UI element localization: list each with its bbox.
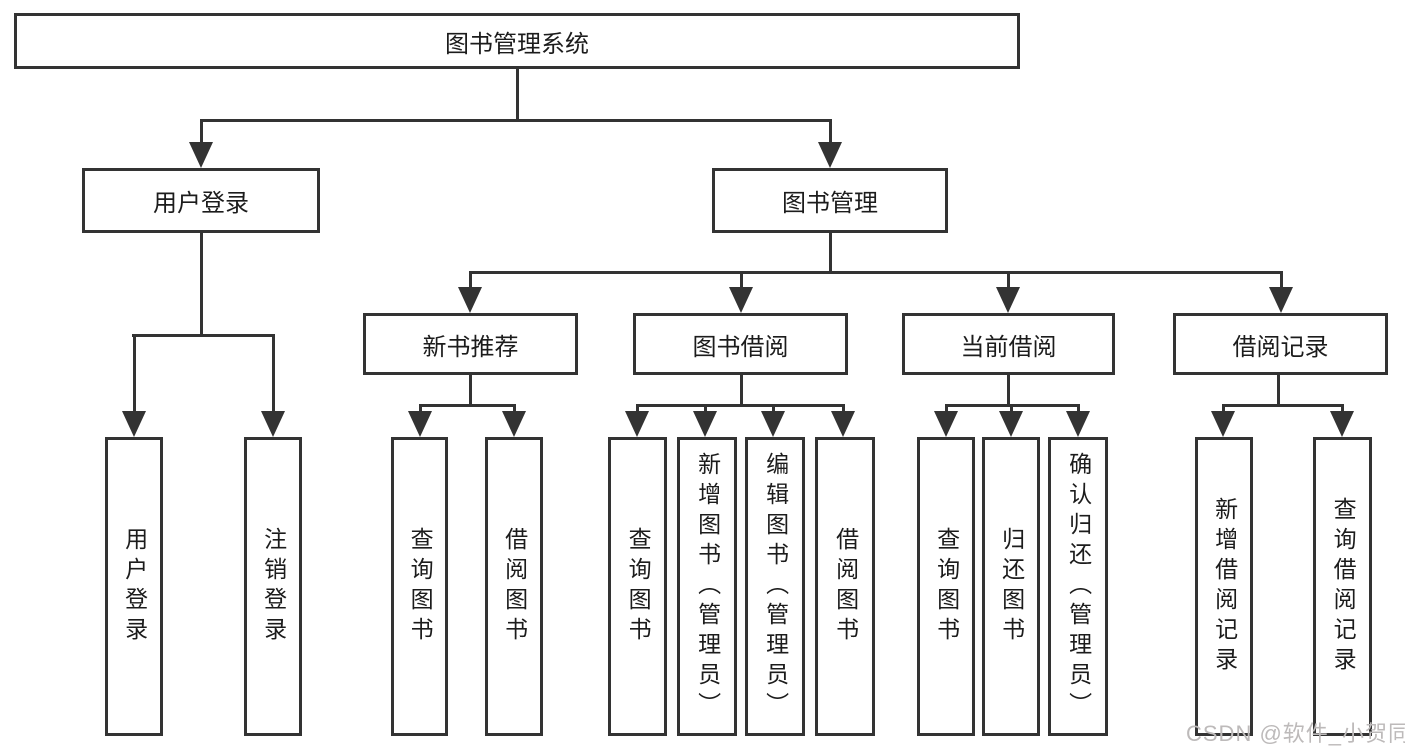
arrowhead-down-icon [831,411,855,437]
arrowhead-down-icon [122,411,146,437]
connector-current-drop-3 [1077,404,1080,413]
node-root: 图书管理系统 [14,13,1020,69]
leaf-current-return: 归还图书 [982,437,1040,736]
connector-login-rail [132,334,274,337]
arrowhead-down-icon [818,142,842,168]
leaf-borrow-query-label: 查询图书 [625,526,652,647]
leaf-user-login: 用户登录 [105,437,163,736]
leaf-borrow-add-admin-label: 新增图书（管理员） [694,451,721,722]
node-user-login-label: 用户登录 [153,190,249,217]
node-user-login: 用户登录 [82,168,320,233]
leaf-borrow-book: 借阅图书 [815,437,875,736]
connector-borrow-stem [740,375,743,406]
arrowhead-down-icon [1330,411,1354,437]
leaf-borrow-add-admin: 新增图书（管理员） [677,437,737,736]
arrowhead-down-icon [693,411,717,437]
leaf-record-query-label: 查询借阅记录 [1330,496,1357,677]
connector-manage-stem [829,233,832,274]
node-current-borrow: 当前借阅 [902,313,1115,375]
arrowhead-down-icon [502,411,526,437]
arrowhead-down-icon [261,411,285,437]
arrowhead-down-icon [408,411,432,437]
node-new-book-recommend-label: 新书推荐 [422,333,519,361]
leaf-logout: 注销登录 [244,437,302,736]
leaf-current-query-label: 查询图书 [933,526,960,647]
node-root-label: 图书管理系统 [445,30,589,58]
arrowhead-down-icon [934,411,958,437]
arrowhead-down-icon [1066,411,1090,437]
leaf-newbook-borrow: 借阅图书 [485,437,543,736]
connector-newbook-stem [469,375,472,406]
leaf-borrow-query: 查询图书 [608,437,667,736]
leaf-current-query: 查询图书 [917,437,975,736]
node-borrow-record: 借阅记录 [1173,313,1388,375]
node-book-management: 图书管理 [712,168,948,233]
connector-newbook-drop-2 [513,404,516,413]
arrowhead-down-icon [189,142,213,168]
connector-manage-rail [469,271,1283,274]
connector-borrow-drop-2 [704,404,707,413]
connector-root-stem [516,68,519,121]
arrowhead-down-icon [1269,287,1293,313]
node-book-borrow: 图书借阅 [633,313,848,375]
connector-record-drop-2 [1341,404,1344,413]
node-borrow-record-label: 借阅记录 [1232,333,1329,361]
connector-borrow-drop-3 [772,404,775,413]
leaf-user-login-label: 用户登录 [121,526,148,647]
connector-borrow-drop-4 [842,404,845,413]
connector-root-drop-right [829,119,832,144]
leaf-borrow-edit-admin: 编辑图书（管理员） [745,437,805,736]
arrowhead-down-icon [761,411,785,437]
leaf-current-confirm-admin-label: 确认归还（管理员） [1065,451,1092,722]
connector-login-drop-1 [133,334,136,413]
connector-record-drop-1 [1222,404,1225,413]
leaf-logout-label: 注销登录 [260,526,287,647]
connector-root-drop-left [200,119,203,144]
arrowhead-down-icon [458,287,482,313]
connector-record-stem [1277,375,1280,406]
connector-login-drop-2 [272,334,275,413]
leaf-newbook-query: 查询图书 [391,437,448,736]
connector-manage-drop-1 [469,271,472,289]
connector-manage-drop-3 [1007,271,1010,289]
leaf-current-return-label: 归还图书 [998,526,1025,647]
leaf-record-add-label: 新增借阅记录 [1211,496,1238,677]
leaf-record-query: 查询借阅记录 [1313,437,1372,736]
connector-newbook-drop-1 [419,404,422,413]
connector-newbook-rail [419,404,515,407]
arrowhead-down-icon [625,411,649,437]
connector-manage-drop-2 [740,271,743,289]
node-book-borrow-label: 图书借阅 [692,333,789,361]
connector-record-rail [1222,404,1344,407]
connector-root-rail [200,119,831,122]
leaf-record-add: 新增借阅记录 [1195,437,1253,736]
connector-login-stem [200,233,203,336]
connector-current-drop-2 [1010,404,1013,413]
node-new-book-recommend: 新书推荐 [363,313,578,375]
csdn-watermark: CSDN @软件_小贺同学 [1186,721,1405,746]
connector-current-drop-1 [945,404,948,413]
leaf-current-confirm-admin: 确认归还（管理员） [1048,437,1108,736]
connector-borrow-rail [636,404,844,407]
arrowhead-down-icon [729,287,753,313]
arrowhead-down-icon [999,411,1023,437]
connector-borrow-drop-1 [636,404,639,413]
arrowhead-down-icon [1211,411,1235,437]
leaf-borrow-book-label: 借阅图书 [832,526,859,647]
connector-current-stem [1007,375,1010,406]
leaf-newbook-query-label: 查询图书 [407,526,434,647]
node-current-borrow-label: 当前借阅 [960,333,1057,361]
node-book-management-label: 图书管理 [782,190,878,217]
leaf-borrow-edit-admin-label: 编辑图书（管理员） [762,451,789,722]
connector-manage-drop-4 [1280,271,1283,289]
leaf-newbook-borrow-label: 借阅图书 [501,526,528,647]
arrowhead-down-icon [996,287,1020,313]
